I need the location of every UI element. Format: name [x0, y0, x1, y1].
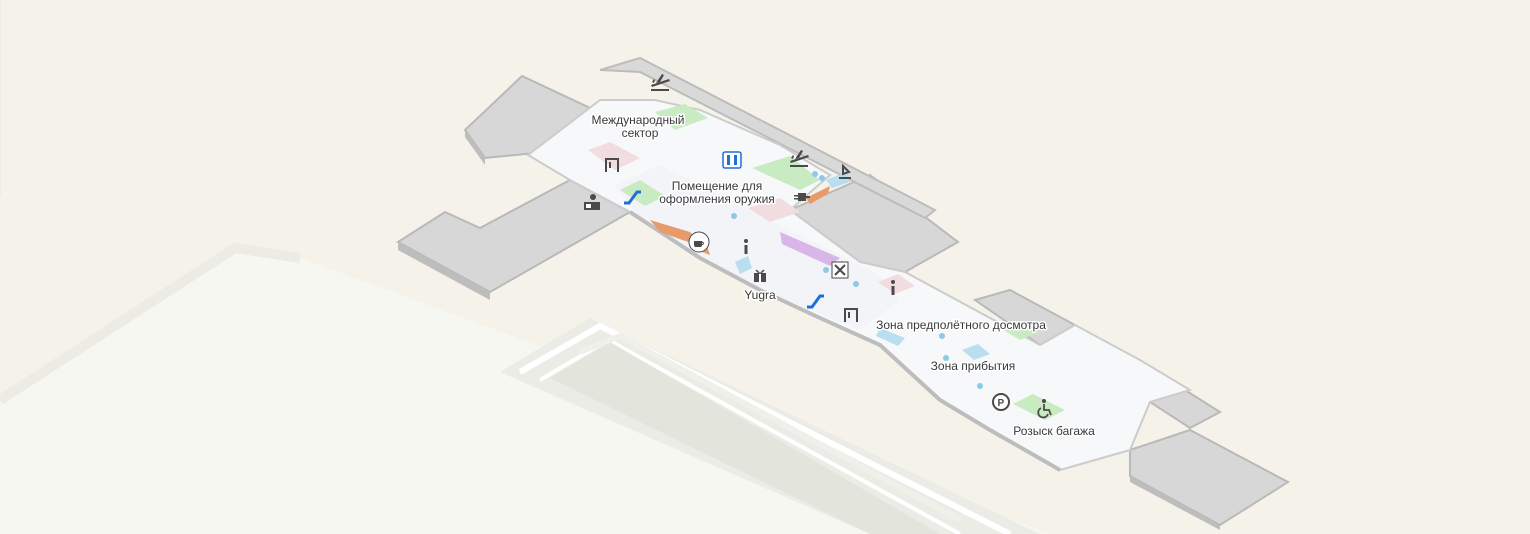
label-yugra[interactable]: Yugra [743, 287, 778, 304]
label-arrival-zone[interactable]: Зона прибытия [929, 358, 1017, 375]
charging-icon[interactable] [794, 193, 810, 201]
parking-icon[interactable]: P [992, 393, 1010, 411]
wheelchair-icon[interactable] [1037, 399, 1052, 419]
escalator-icon[interactable] [624, 190, 641, 205]
svg-text:P: P [998, 398, 1005, 409]
gift-shop-icon[interactable] [754, 269, 766, 282]
label-weapons-room-line1[interactable]: Помещение для [670, 178, 763, 195]
info-icon[interactable] [891, 280, 895, 295]
passport-control-icon[interactable] [839, 163, 851, 179]
departures-plane-icon[interactable] [651, 74, 670, 91]
gate-icon[interactable] [844, 308, 858, 322]
runway-area [0, 0, 1012, 534]
cafe-icon[interactable] [688, 231, 710, 253]
label-weapons-room-line2[interactable]: оформления оружия [658, 191, 777, 208]
restroom-icon[interactable] [831, 261, 849, 279]
info-icon[interactable] [744, 239, 748, 254]
escalator-icon[interactable] [807, 294, 824, 309]
label-security-zone[interactable]: Зона предполётного досмотра [875, 317, 1048, 334]
gate-icon[interactable] [605, 158, 619, 172]
check-in-icon[interactable] [584, 194, 600, 210]
terminal-building [396, 56, 1290, 530]
label-baggage-search[interactable]: Розыск багажа [1012, 423, 1097, 440]
concourse-floor [526, 99, 1193, 472]
label-international-sector-line2[interactable]: сектор [620, 125, 660, 142]
departures-plane-icon[interactable] [790, 150, 809, 167]
map-labels: Международный сектор Помещение для оформ… [590, 112, 1097, 440]
label-international-sector-line1[interactable]: Международный [590, 112, 686, 129]
elevator-icon[interactable] [722, 151, 742, 169]
